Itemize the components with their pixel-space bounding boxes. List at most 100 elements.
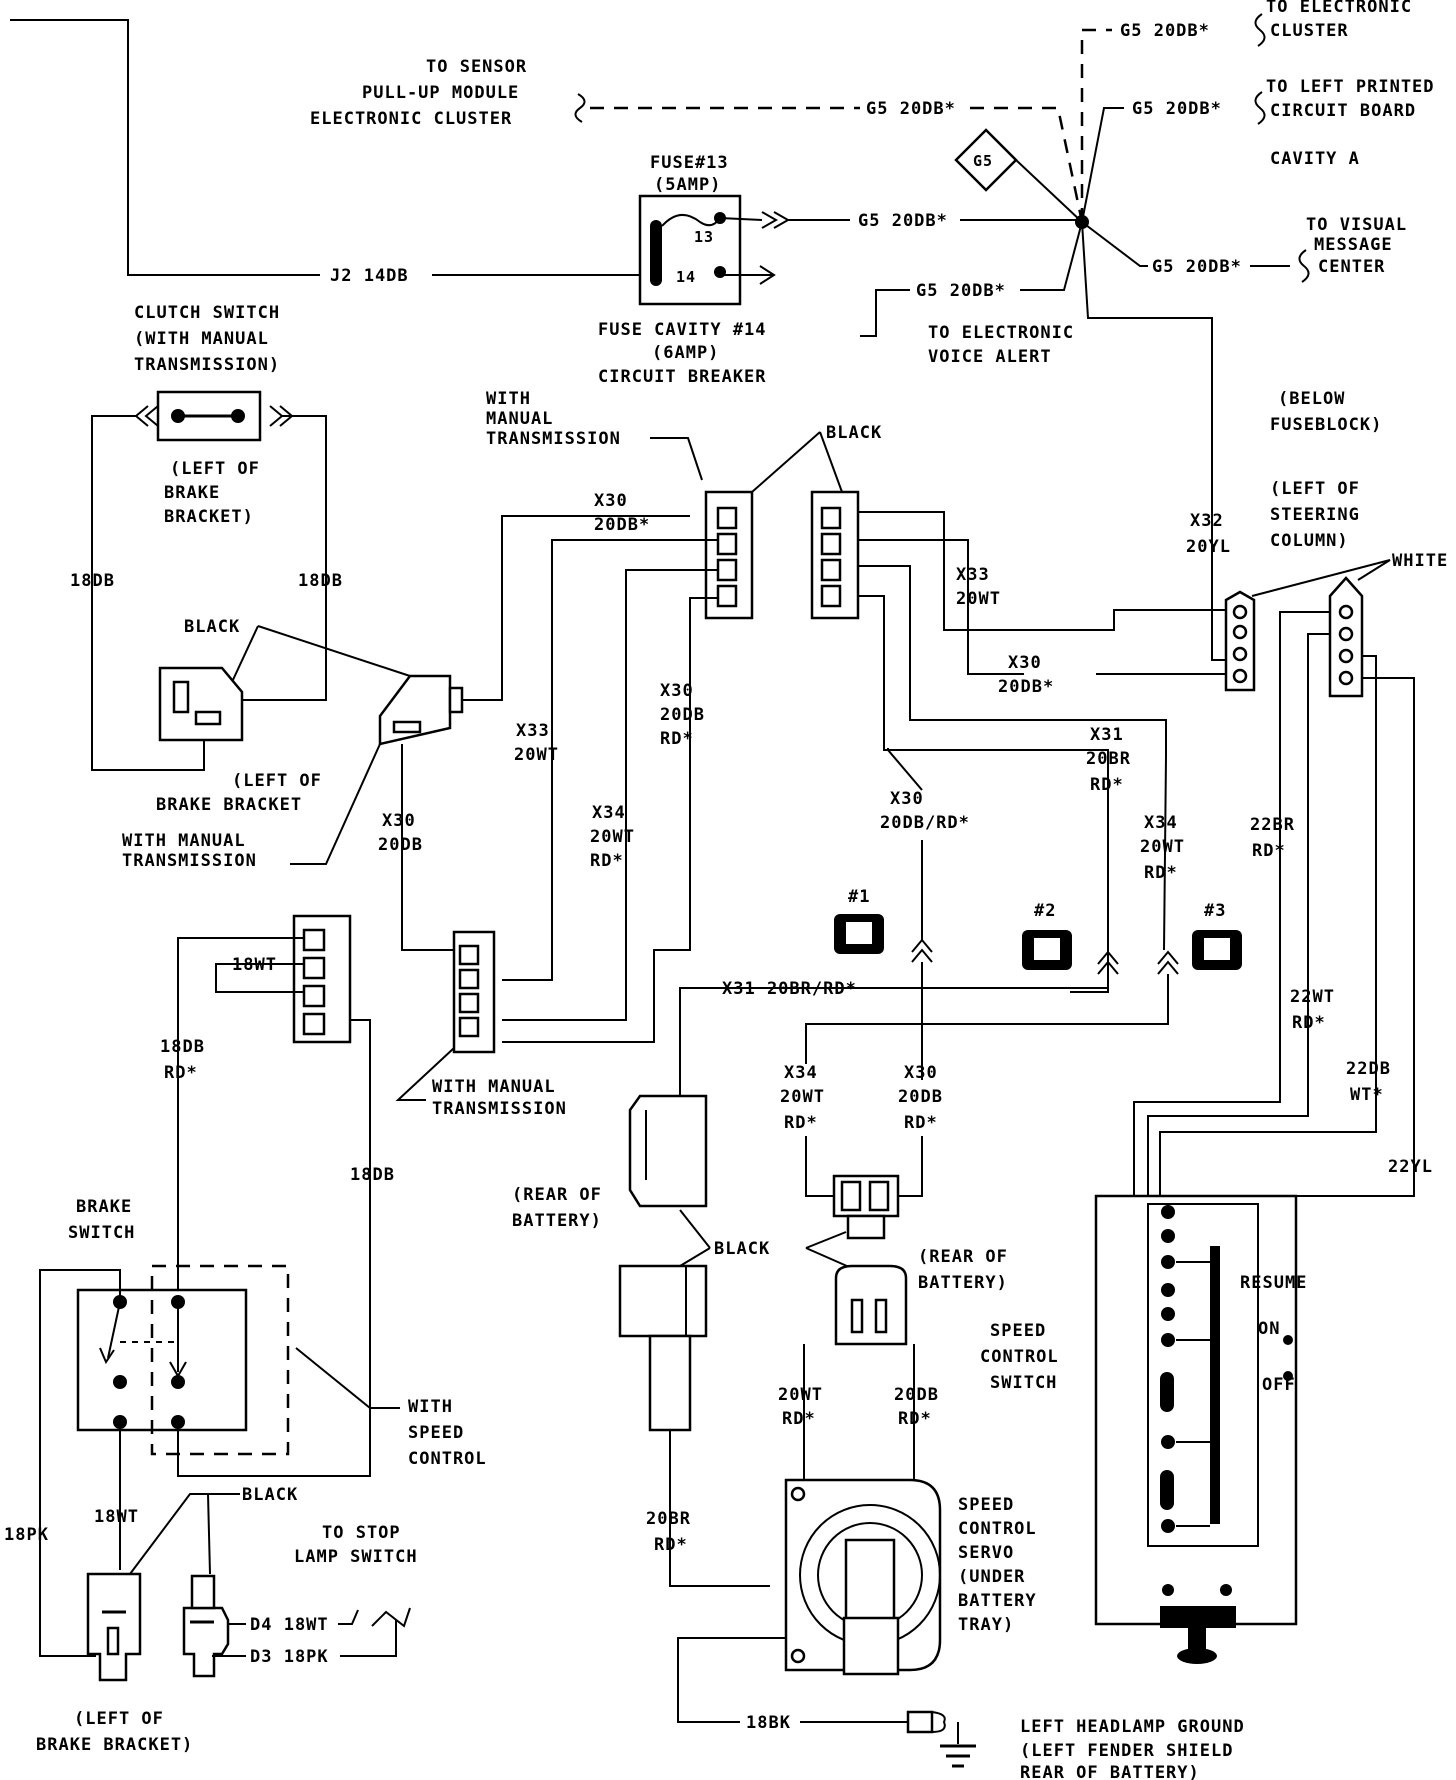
x33-wire-left	[502, 539, 718, 981]
18db-rd-l1: 18DB	[160, 1037, 205, 1057]
conn-3-label: #3	[1204, 901, 1226, 921]
bs-lever-1	[107, 1301, 121, 1359]
los-l1: (LEFT OF	[1270, 479, 1360, 499]
black-1-leader-a	[231, 625, 259, 683]
wmt2-l2: MANUAL	[486, 409, 553, 429]
clutch-switch-group: CLUTCH SWITCH (WITH MANUAL TRANSMISSION)…	[70, 303, 690, 951]
bs-wire-right	[177, 1422, 268, 1477]
battery-conn-left-top	[628, 1094, 708, 1208]
x30-rd-wire-left	[502, 597, 718, 1043]
clutch-arrow-right	[269, 405, 284, 427]
scs-l2: CONTROL	[980, 1347, 1059, 1367]
trans-connectors-group: WITH MANUAL TRANSMISSION BLACK X30 20DB*…	[486, 389, 1230, 1043]
battery-connectors-group: (REAR OF BATTERY) BLACK 20BR RD* (REAR O…	[512, 1094, 1008, 1587]
x34-l2: 20WT	[590, 827, 635, 847]
stop-lamp-conn-right	[182, 1606, 230, 1678]
x30-mid-l1: X30	[890, 789, 924, 809]
battery-conn-right-stem	[846, 1214, 886, 1240]
x30-20db-b-l2: 20DB	[378, 835, 423, 855]
trans-conn-left-pin1	[716, 506, 738, 530]
ss-bottom-pin-b	[1220, 1584, 1232, 1596]
tsls-l2: LAMP SWITCH	[294, 1547, 418, 1567]
lower-trans-connector-group: WITH MANUAL TRANSMISSION	[395, 930, 566, 1119]
on-label: ON	[1258, 1319, 1280, 1339]
sensor-pullup-l2: PULL-UP MODULE	[362, 83, 519, 103]
lower-trans-pin4	[458, 1016, 480, 1038]
wmt2-l3: TRANSMISSION	[486, 429, 621, 449]
diamond-leader	[1015, 159, 1083, 223]
mid-section-group: X30 20DB/RD* X31 20BR RD* X34 20WT RD* #…	[679, 725, 1242, 1133]
20br-l1: 20BR	[646, 1509, 691, 1529]
sensor-pullup-l3: ELECTRONIC CLUSTER	[310, 109, 512, 129]
chevron-x31	[1097, 950, 1119, 965]
voice-alert-wire-2	[860, 289, 910, 337]
lhg-l1: LEFT HEADLAMP GROUND	[1020, 1717, 1245, 1737]
x32-l1: X32	[1190, 511, 1224, 531]
bs-wire-left	[39, 1269, 121, 1657]
pcb-wire	[1081, 107, 1124, 223]
resume-label: RESUME	[1240, 1273, 1307, 1293]
wire-18db-right: 18DB	[298, 571, 343, 591]
fuse-terminal-14	[714, 266, 726, 278]
scs-l3: SWITCH	[990, 1373, 1057, 1393]
x30-a-l2: 20DB*	[594, 515, 650, 535]
rob1-l2: BATTERY)	[512, 1211, 602, 1231]
to-voice-alert-l1: TO ELECTRONIC	[928, 323, 1074, 343]
wmt1-l2: TRANSMISSION	[122, 851, 257, 871]
cluster-squiggle	[1254, 13, 1266, 47]
brake-switch-group: 18WT 18DB RD* 18DB BRAKE SWITCH WITH SPE…	[4, 914, 486, 1755]
steering-column-group: (BELOW FUSEBLOCK) (LEFT OF STEERING COLU…	[1133, 389, 1447, 1602]
x33-r-l1: X33	[956, 565, 990, 585]
inline-to-x30-down	[401, 744, 454, 951]
tsls-l1: TO STOP	[322, 1523, 401, 1543]
brake-switch-l2: SWITCH	[68, 1223, 135, 1243]
x30-low-l2: 20DB	[898, 1087, 943, 1107]
circuit-breaker-label: CIRCUIT BREAKER	[598, 367, 767, 387]
clutch-arrow-left	[134, 405, 149, 427]
steering-conn-a	[1224, 590, 1256, 692]
ss-pin-5	[1161, 1307, 1175, 1321]
22br-l2: RD*	[1252, 841, 1286, 861]
x33-r-l2: 20WT	[956, 589, 1001, 609]
ss-pin-3	[1161, 1255, 1175, 1269]
inline-connector-pin	[392, 720, 422, 734]
ss-stalk	[1160, 1606, 1236, 1628]
18pk-label: 18PK	[4, 1525, 49, 1545]
wmt1-l1: WITH MANUAL	[122, 831, 246, 851]
g5-diamond	[954, 128, 1018, 192]
chevron-x30-2	[911, 948, 933, 963]
20wt-l1: 20WT	[778, 1385, 823, 1405]
ground-lug	[906, 1710, 934, 1734]
x31-wire-right	[858, 565, 1167, 951]
bs-contact-4	[171, 1375, 185, 1389]
white-leader-b	[1357, 559, 1391, 581]
x34-l3: RD*	[590, 851, 624, 871]
ss-pin-6	[1161, 1333, 1175, 1347]
trans-conn-left-pin3	[716, 558, 738, 582]
to-pcb-l1: TO LEFT PRINTED	[1266, 77, 1435, 97]
vmc-squiggle	[1298, 249, 1310, 283]
wsc-leader	[295, 1347, 400, 1409]
d3-wire-2	[340, 1620, 397, 1657]
clutch-l3: TRANSMISSION)	[134, 355, 280, 375]
servo-bolt-a	[790, 1486, 806, 1502]
trans-conn-right-pin3	[820, 558, 842, 582]
ss-pin-8	[1161, 1519, 1175, 1533]
fuse-out-arrow	[761, 211, 779, 229]
servo-l3: SERVO	[958, 1543, 1014, 1563]
steering-b-pin2	[1338, 626, 1354, 642]
bs-lever-2-arrow	[169, 1361, 187, 1379]
ss-bottom-pin-a	[1162, 1584, 1174, 1596]
x31-l2: 20BR	[1086, 749, 1131, 769]
connector-inner-a	[172, 680, 190, 714]
steering-b-pin3	[1338, 648, 1354, 664]
x34-low-wire	[805, 974, 1169, 1064]
clutch-arrow-left-2	[144, 405, 159, 427]
x32-wire	[1081, 221, 1213, 480]
to-electronic-cluster-l2: CLUSTER	[1270, 21, 1349, 41]
black-2-leader-a	[751, 431, 821, 493]
servo-conn-pinB	[874, 1298, 888, 1334]
x30-rd-l3: RD*	[660, 729, 694, 749]
20db-l1: 20DB	[894, 1385, 939, 1405]
rob2-l1: (REAR OF	[918, 1247, 1008, 1267]
